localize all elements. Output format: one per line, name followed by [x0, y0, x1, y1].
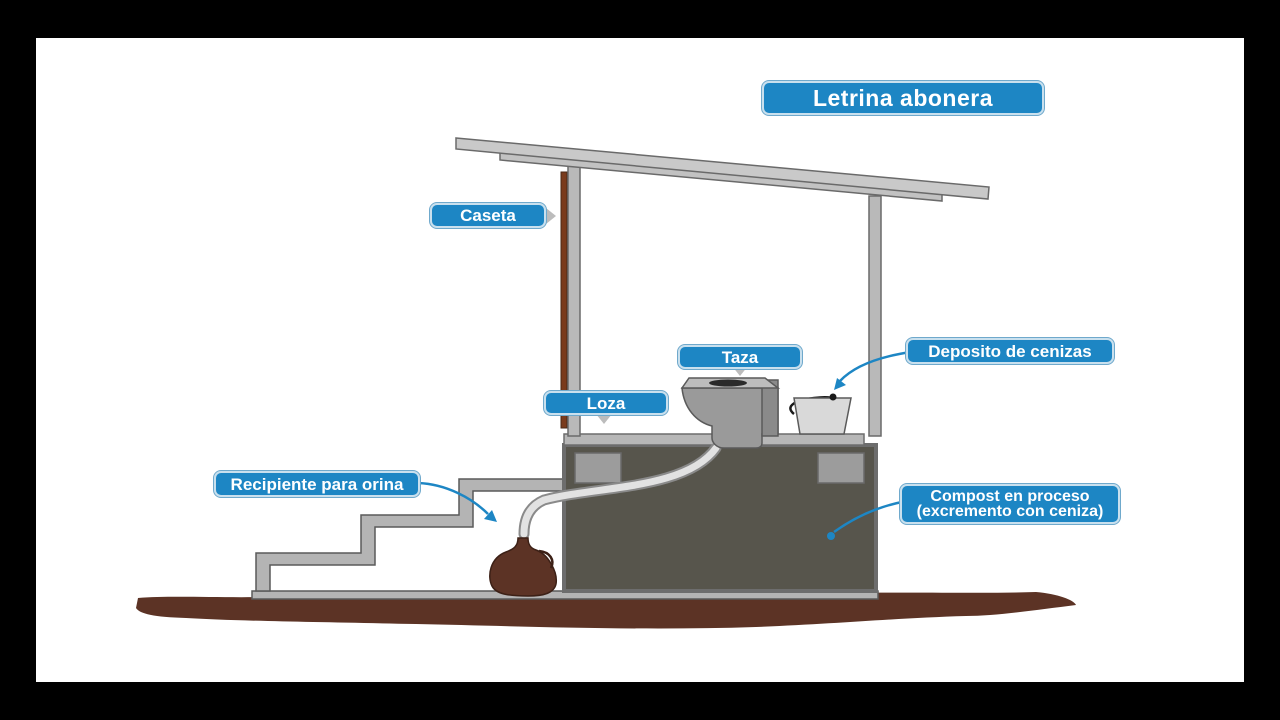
diagram-title: Letrina abonera — [762, 81, 1044, 115]
toilet-opening — [709, 379, 747, 387]
toilet-bowl — [681, 387, 779, 449]
recipiente-arrowhead — [484, 510, 497, 522]
deposito-arrowhead — [834, 378, 846, 390]
diagram-canvas: Letrina abonera Caseta Taza Deposito de … — [36, 38, 1244, 682]
ground-soil — [136, 592, 1076, 629]
chamber-vent-left — [574, 452, 622, 484]
hut-post-right — [868, 195, 882, 437]
chamber-vent-right — [817, 452, 865, 484]
roof-sheet — [455, 137, 990, 200]
label-compost-line1: Compost en proceso — [930, 488, 1090, 505]
label-deposito-de-cenizas: Deposito de cenizas — [906, 338, 1114, 364]
label-taza: Taza — [678, 345, 802, 369]
toilet-tank — [761, 379, 779, 437]
label-recipiente-para-orina: Recipiente para orina — [214, 471, 420, 497]
label-compost-line2: (excremento con ceniza) — [916, 503, 1104, 520]
compost-arrow — [833, 500, 903, 534]
deposito-arrow — [839, 350, 912, 382]
latrine-illustration — [136, 137, 1076, 629]
urine-container — [489, 537, 557, 597]
ash-bucket — [793, 397, 852, 435]
urine-container-handle — [538, 549, 554, 569]
loza-pointer — [596, 414, 612, 424]
caseta-pointer — [546, 208, 556, 224]
recipiente-arrow — [417, 481, 489, 515]
wooden-post — [560, 171, 568, 429]
urine-pipe — [520, 444, 720, 538]
compost-arrow-dot — [827, 532, 835, 540]
label-compost-en-proceso: Compost en proceso (excremento con ceniz… — [900, 484, 1120, 524]
ash-bucket-knob — [829, 393, 837, 401]
label-loza: Loza — [544, 391, 668, 415]
label-caseta: Caseta — [430, 203, 546, 228]
